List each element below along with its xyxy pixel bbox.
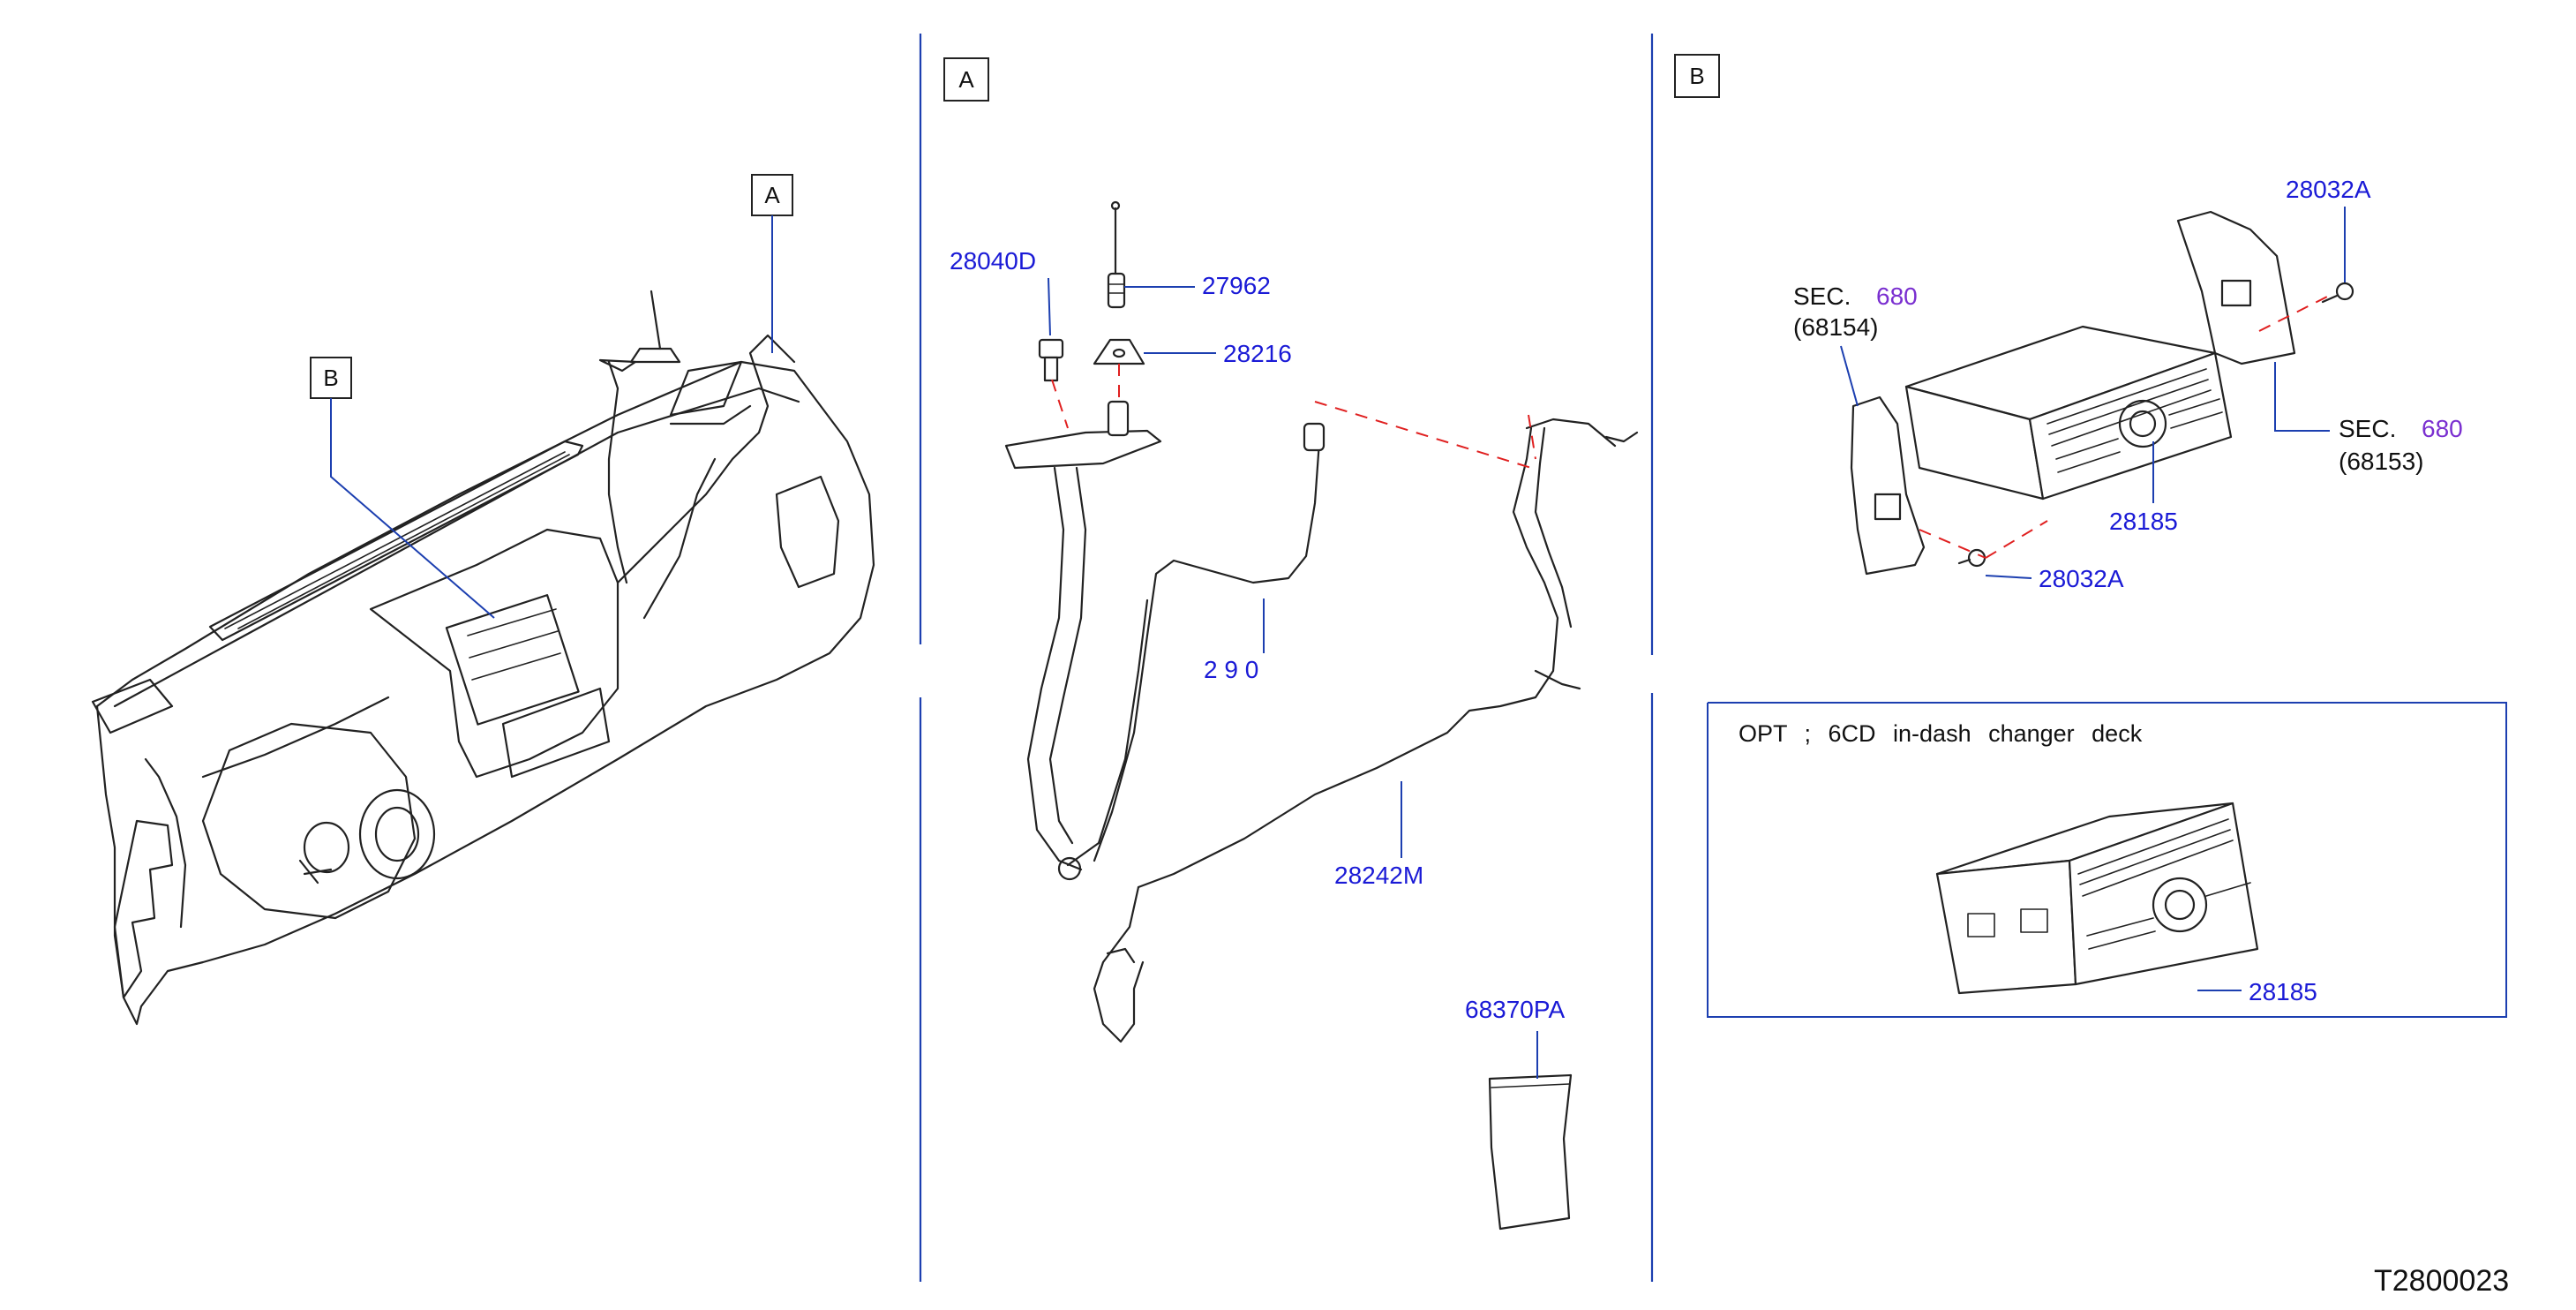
changer-deck-drawing: [1935, 802, 2259, 995]
part-28216: 28216: [1223, 340, 1292, 367]
part-28040D: 28040D: [950, 247, 1036, 275]
sec-680-right-ref: (68153): [2339, 448, 2424, 475]
part-28185-option: 28185: [2249, 978, 2317, 1005]
sec-680-left-number: 680: [1876, 282, 1918, 310]
sec-680-left-prefix: SEC.: [1793, 282, 1851, 310]
part-68370PA: 68370PA: [1465, 996, 1565, 1023]
screw-lower-icon: [1957, 548, 1986, 568]
radio-assembly: [1850, 210, 2354, 576]
figure-code: T2800023: [2374, 1264, 2509, 1298]
panel-b-header: B: [1689, 63, 1704, 89]
sec-680-right-number: 680: [2422, 415, 2463, 442]
callout-b-label: B: [323, 365, 338, 391]
sec-680-left-ref: (68154): [1793, 313, 1879, 341]
panel-b-header-box: [1674, 54, 1720, 98]
callout-a-label: A: [764, 182, 780, 208]
part-28185-main: 28185: [2109, 508, 2178, 535]
panel-a-header-box: [943, 57, 989, 102]
panel-a-header: A: [958, 66, 974, 93]
callout-a-box: [751, 174, 793, 216]
part-feeder-cable: 2 9 0: [1204, 656, 1258, 683]
part-28032A-lower: 28032A: [2039, 565, 2124, 592]
sec-680-right-prefix: SEC.: [2339, 415, 2396, 442]
screw-upper-icon: [2321, 282, 2354, 304]
antenna-assembly: [1004, 200, 1639, 1231]
dashboard-drawing: [91, 290, 875, 1026]
option-caption: OPT ; 6CD in-dash changer deck: [1739, 720, 2143, 747]
part-28242M: 28242M: [1334, 862, 1423, 889]
part-28032A-upper: 28032A: [2286, 176, 2371, 203]
part-27962: 27962: [1202, 272, 1271, 299]
